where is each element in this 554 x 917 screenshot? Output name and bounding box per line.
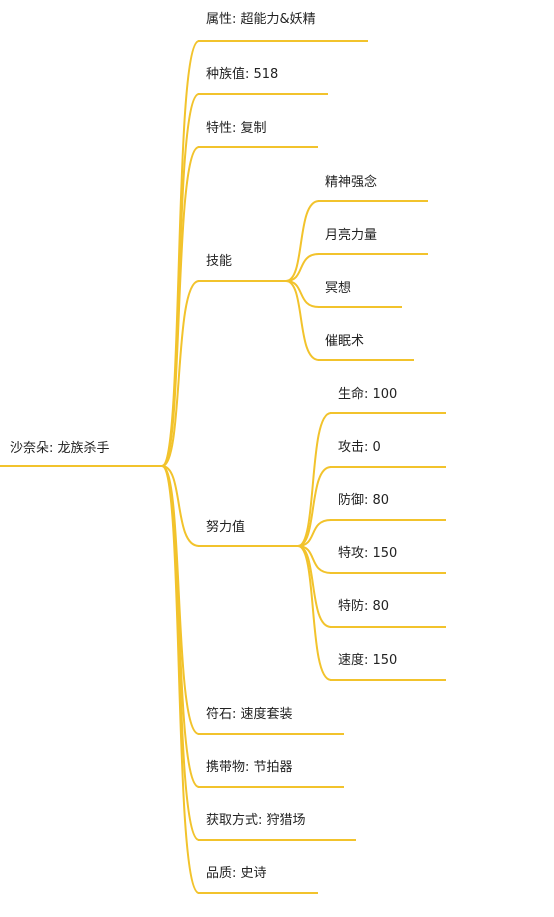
ev-connector [297,545,332,628]
ev-connector [297,412,332,547]
ev-item-underline [330,519,446,521]
skill-connector [285,280,320,361]
branch-rune-underline [198,733,344,735]
root-node-underline [0,465,162,467]
skill-item-label: 冥想 [325,281,352,296]
ev-item-underline [330,412,446,414]
branch-skills-underline [198,280,286,282]
skill-item-underline [318,306,402,308]
branch-connector [161,465,200,894]
ev-item-underline [330,466,446,468]
branch-attribute-underline [198,40,368,42]
branch-ability-underline [198,146,318,148]
branch-evs-label: 努力值 [206,520,246,535]
branch-held-item-underline [198,786,344,788]
branch-ability-label: 特性: 复制 [206,121,267,136]
branch-acquire-underline [198,839,356,841]
skill-item-underline [318,200,428,202]
ev-item-label: 攻击: 0 [338,440,381,455]
ev-item-label: 特防: 80 [338,599,390,614]
branch-quality-underline [198,892,318,894]
root-node-label: 沙奈朵: 龙族杀手 [10,441,110,456]
ev-item-underline [330,572,446,574]
branch-held-item-label: 携带物: 节拍器 [206,760,293,775]
skill-connector [285,253,320,282]
ev-item-underline [330,626,446,628]
skill-item-label: 精神强念 [325,175,378,190]
branch-quality-label: 品质: 史诗 [206,866,267,881]
ev-item-label: 速度: 150 [338,653,398,668]
branch-connector [161,465,200,547]
branch-base-stats-underline [198,93,328,95]
ev-connector [297,466,332,547]
skill-connector [285,200,320,282]
branch-evs-underline [198,545,298,547]
ev-connector [297,519,332,547]
skill-item-label: 催眠术 [325,334,365,349]
branch-connector [161,146,200,467]
ev-item-label: 特攻: 150 [338,546,398,561]
ev-item-label: 防御: 80 [338,493,390,508]
ev-item-underline [330,679,446,681]
ev-connector [297,545,332,681]
branch-attribute-label: 属性: 超能力&妖精 [206,12,316,27]
skill-item-underline [318,253,428,255]
skill-item-underline [318,359,414,361]
branch-connector [161,280,200,467]
branch-acquire-label: 获取方式: 狩猎场 [206,813,306,828]
branch-skills-label: 技能 [206,254,233,269]
skill-connector [285,280,320,308]
branch-base-stats-label: 种族值: 518 [206,67,279,82]
branch-rune-label: 符石: 速度套装 [206,707,293,722]
skill-item-label: 月亮力量 [325,228,378,243]
ev-item-label: 生命: 100 [338,387,398,402]
